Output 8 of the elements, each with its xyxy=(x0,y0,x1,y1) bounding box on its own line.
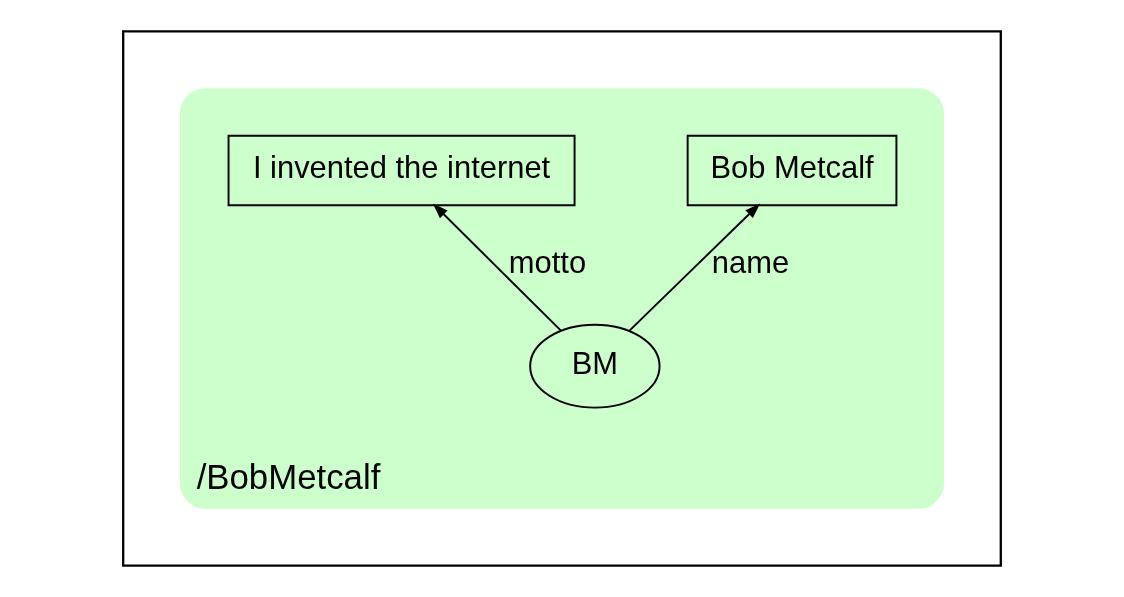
node-box: Bob Metcalf xyxy=(686,134,898,207)
arrow xyxy=(432,203,563,332)
edge-label: motto xyxy=(508,244,587,280)
cluster xyxy=(122,30,1002,567)
node-box: I invented the internet xyxy=(227,134,576,207)
edge-label: name xyxy=(711,244,790,280)
node-ellipse: BM xyxy=(529,323,661,409)
arrow xyxy=(628,203,761,332)
